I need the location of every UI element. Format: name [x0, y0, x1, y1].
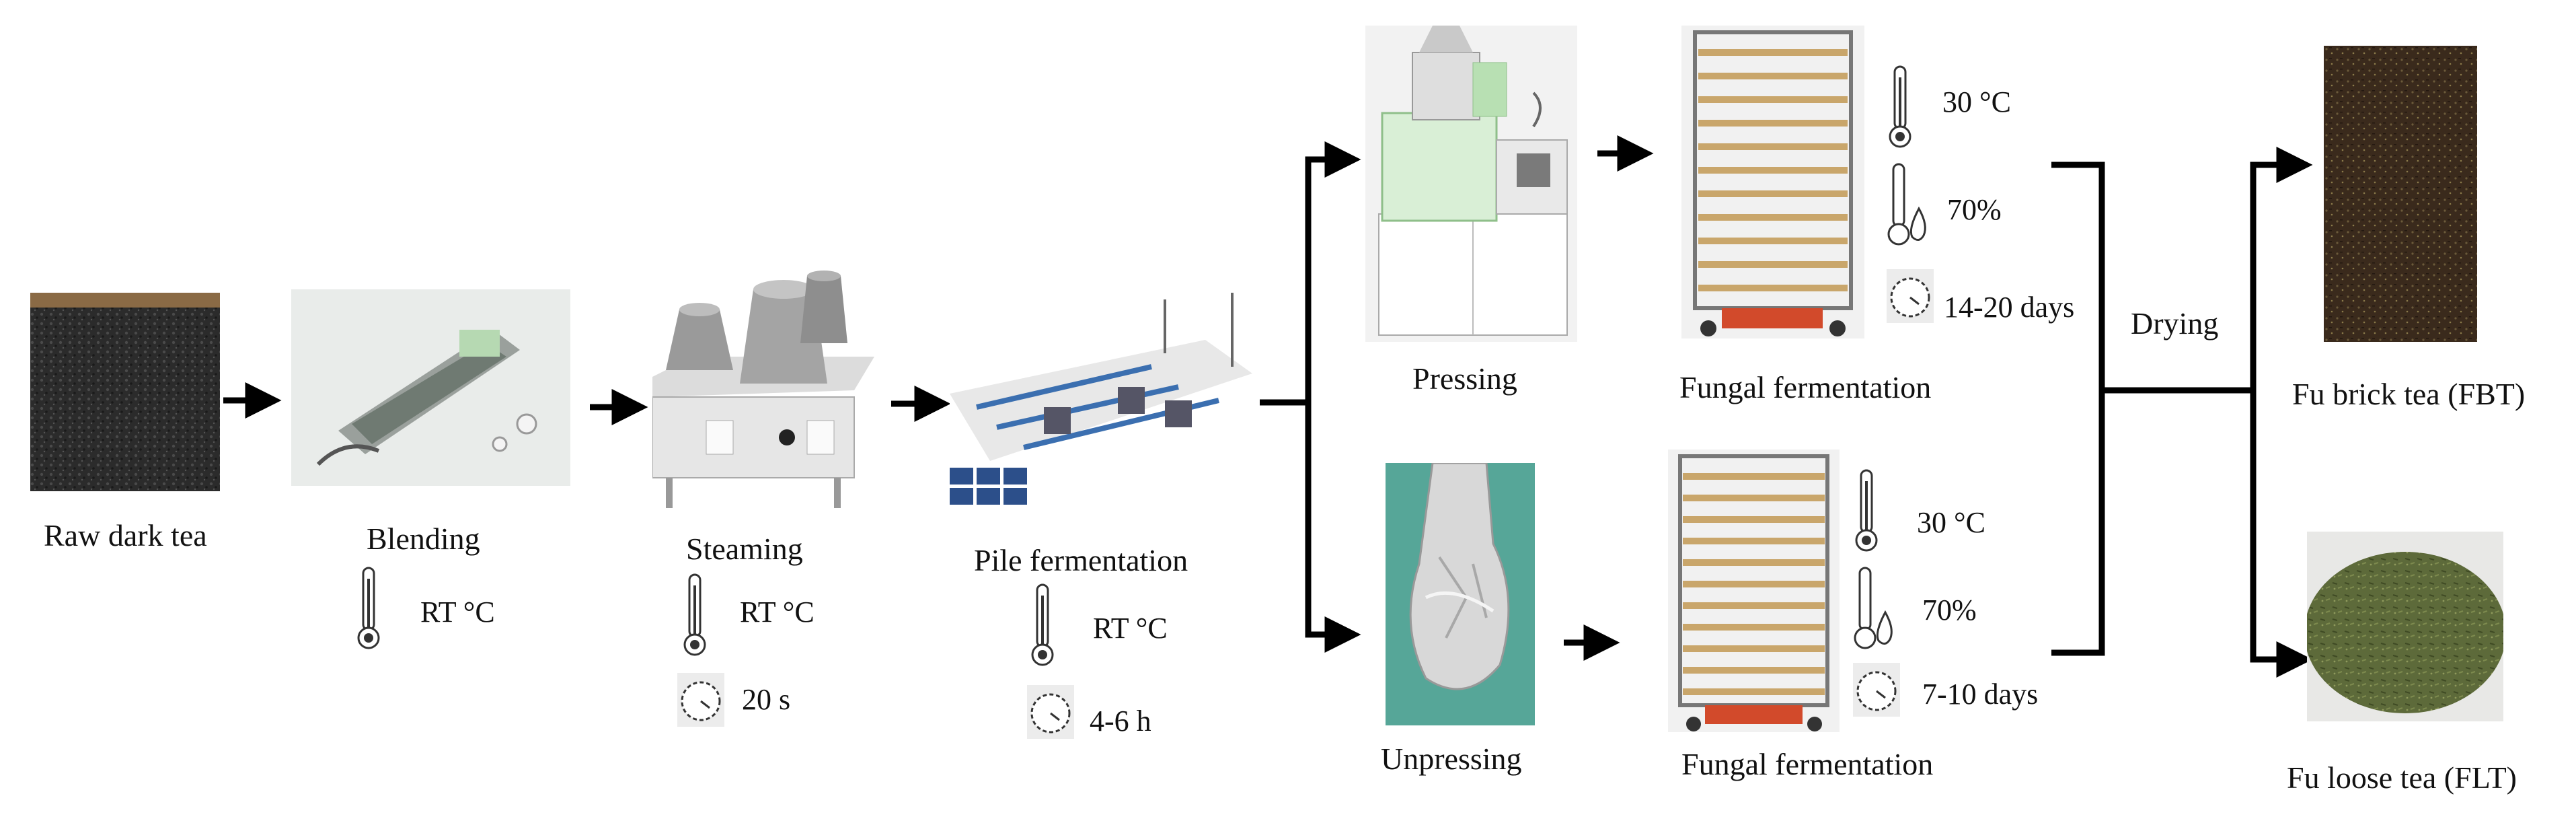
blending-machine-image [291, 289, 570, 486]
steaming-machine-image [652, 262, 874, 511]
bracket-drying-merge [2051, 162, 2105, 656]
label-blending: Blending [367, 522, 480, 556]
top-temperature: 30 °C [1942, 85, 2011, 118]
fu-loose-tea-image [2307, 532, 2503, 721]
clock-icon [1027, 685, 1074, 739]
steaming-temperature: RT °C [740, 596, 815, 629]
blending-temperature: RT °C [420, 596, 495, 629]
bottom-time: 7-10 days [1922, 678, 2039, 711]
clock-icon [677, 673, 724, 727]
label-fungal-fermentation-top: Fungal fermentation [1679, 370, 1932, 404]
label-pressing: Pressing [1412, 361, 1517, 396]
arrow-to-flt [2250, 390, 2313, 678]
pile-fermentation-image [950, 286, 1252, 515]
arrow-split-to-unpressing [1305, 402, 1361, 653]
unpressing-foil-image [1386, 463, 1535, 725]
label-pile-fermentation: Pile fermentation [974, 543, 1188, 577]
label-fungal-fermentation-bottom: Fungal fermentation [1681, 747, 1934, 781]
thermometer-icon [1031, 583, 1054, 666]
clock-icon [1887, 269, 1934, 323]
top-time: 14-20 days [1944, 291, 2075, 324]
bottom-temperature: 30 °C [1917, 506, 1985, 539]
label-fu-brick-tea: Fu brick tea (FBT) [2292, 377, 2526, 411]
thermometer-icon [1889, 65, 1911, 148]
humidity-icon [1887, 163, 1926, 246]
steaming-time: 20 s [742, 683, 791, 716]
thermometer-icon [683, 573, 706, 656]
label-unpressing: Unpressing [1381, 742, 1522, 776]
label-fu-loose-tea: Fu loose tea (FLT) [2287, 760, 2517, 795]
top-humidity: 70% [1947, 193, 2002, 226]
thermometer-icon [1855, 469, 1878, 552]
pile-temperature: RT °C [1093, 612, 1168, 645]
clock-icon [1853, 663, 1900, 717]
fungal-fermentation-rack-bottom [1668, 450, 1840, 732]
fu-brick-tea-image [2324, 46, 2477, 342]
label-steaming: Steaming [686, 532, 803, 566]
bottom-humidity: 70% [1922, 594, 1977, 626]
label-drying: Drying [2131, 306, 2219, 340]
humidity-icon [1854, 567, 1893, 649]
thermometer-icon [357, 567, 380, 649]
pressing-machine-image [1365, 26, 1577, 342]
label-raw-dark-tea: Raw dark tea [44, 518, 207, 552]
raw-dark-tea-image [30, 293, 220, 491]
pile-time: 4-6 h [1090, 705, 1151, 738]
arrow-to-fbt [2250, 147, 2313, 390]
arrow-split-to-pressing [1305, 141, 1361, 402]
fungal-fermentation-rack-top [1681, 26, 1864, 338]
